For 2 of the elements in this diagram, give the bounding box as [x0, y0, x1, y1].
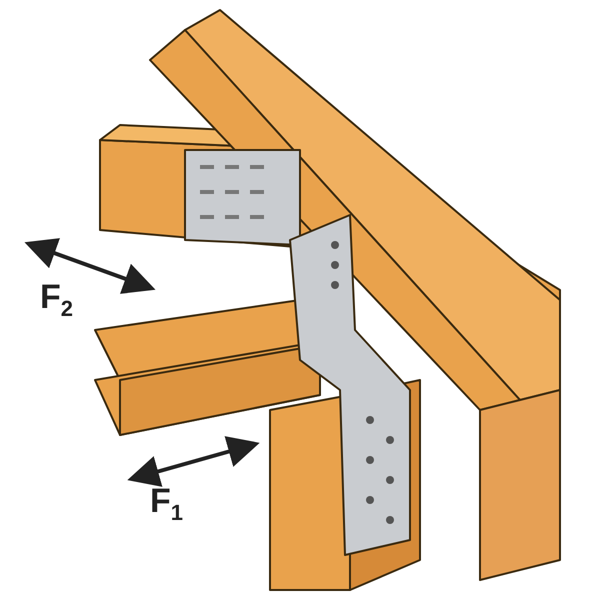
force-label: F$_{2}$	[40, 278, 74, 322]
force-label: F$_{1}$	[150, 482, 184, 526]
